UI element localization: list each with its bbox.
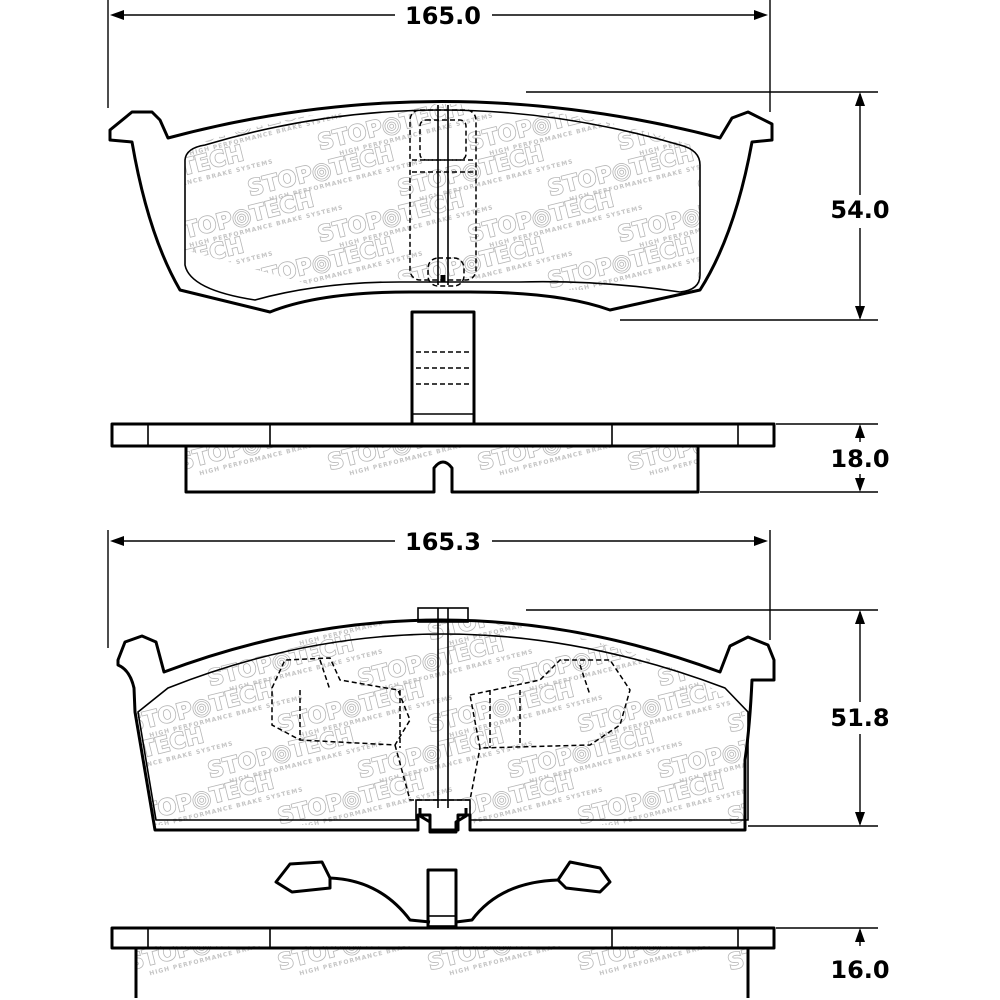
dim-label-top-width: 165.0 bbox=[405, 2, 481, 30]
svg-text:HIGH PERFORMANCE BRAKE SYSTEMS: HIGH PERFORMANCE BRAKE SYSTEMS bbox=[719, 250, 875, 295]
top-side-backing-plate bbox=[110, 422, 776, 448]
svg-text:STOP◎TECH: STOP◎TECH bbox=[275, 915, 426, 975]
svg-text:HIGH PERFORMANCE BRAKE SYSTEMS: HIGH PERFORMANCE BRAKE SYSTEMS bbox=[749, 786, 905, 831]
bottom-side-friction-block bbox=[134, 948, 750, 998]
top-pad-side-view bbox=[110, 422, 776, 494]
bottom-pad-spring-clip bbox=[274, 860, 612, 928]
top-pad-backing-plate bbox=[108, 100, 774, 314]
bottom-pad-front-view bbox=[116, 607, 776, 834]
dimension-top-thickness: 18.0 bbox=[700, 423, 890, 493]
svg-text:STOP◎TECH: STOP◎TECH bbox=[575, 915, 726, 975]
svg-text:STOP◎TECH: STOP◎TECH bbox=[695, 141, 846, 201]
svg-text:STOP◎TECH: STOP◎TECH bbox=[425, 915, 576, 975]
svg-text:STOP◎TECH: STOP◎TECH bbox=[125, 585, 276, 645]
top-pad-friction-material bbox=[184, 109, 701, 301]
top-pad-front-view bbox=[108, 100, 774, 425]
dimension-top-width: 165.0 bbox=[107, 0, 771, 112]
dimension-bottom-thickness: 16.0 bbox=[776, 927, 890, 984]
dim-label-bottom-height: 51.8 bbox=[830, 704, 889, 732]
svg-text:STOP◎TECH: STOP◎TECH bbox=[695, 233, 846, 293]
top-pad-center-slot bbox=[409, 105, 477, 287]
bottom-side-backing-plate bbox=[110, 926, 776, 950]
top-pad-sensor-tab bbox=[410, 310, 476, 425]
bottom-pad-side-view bbox=[110, 926, 776, 998]
svg-text:HIGH PERFORMANCE BRAKE SYSTEMS: HIGH PERFORMANCE BRAKE SYSTEMS bbox=[749, 602, 905, 647]
dim-label-top-height: 54.0 bbox=[830, 196, 889, 224]
bottom-pad-center-notch bbox=[417, 607, 469, 834]
dimension-top-height: 54.0 bbox=[526, 91, 890, 321]
svg-text:STOP◎TECH: STOP◎TECH bbox=[725, 915, 876, 975]
dim-label-top-thickness: 18.0 bbox=[830, 445, 889, 473]
dim-label-bottom-width: 165.3 bbox=[405, 528, 481, 556]
svg-text:STOP◎TECH: STOP◎TECH bbox=[655, 631, 806, 691]
dimension-bottom-width: 165.3 bbox=[107, 528, 771, 648]
top-side-friction-block bbox=[184, 446, 700, 494]
svg-text:STOP◎TECH: STOP◎TECH bbox=[95, 233, 246, 293]
bottom-pad-shim-outline bbox=[271, 657, 631, 801]
svg-text:HIGH PERFORMANCE BRAKE SYSTEMS: HIGH PERFORMANCE BRAKE SYSTEMS bbox=[119, 250, 275, 295]
dim-label-bottom-thickness: 16.0 bbox=[830, 956, 889, 984]
svg-text:HIGH PERFORMANCE BRAKE SYSTEMS: HIGH PERFORMANCE BRAKE SYSTEMS bbox=[149, 602, 305, 647]
bottom-pad-friction-material bbox=[137, 633, 749, 821]
bottom-pad-backing-plate bbox=[116, 618, 776, 832]
dimension-bottom-height: 51.8 bbox=[526, 609, 890, 827]
